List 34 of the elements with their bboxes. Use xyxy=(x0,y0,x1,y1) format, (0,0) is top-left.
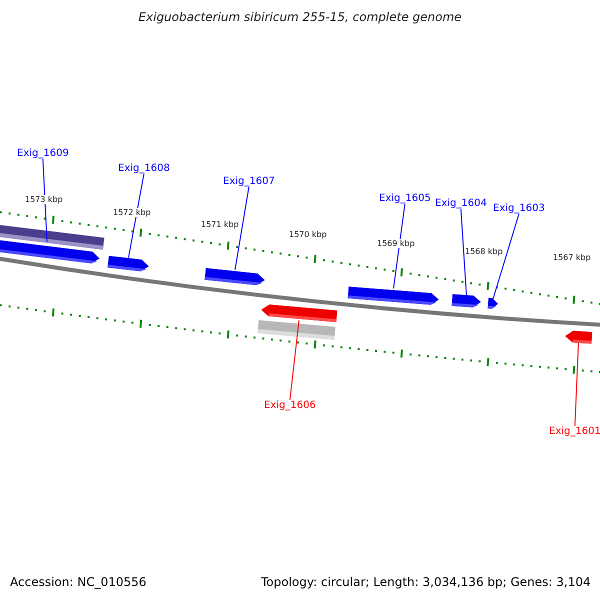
title: Exiguobacterium sibiricum 255-15, complete genome xyxy=(137,10,463,24)
footer-text: Topology: circular; Length: 3,034,136 bp; Genes: 3,104 xyxy=(261,575,591,589)
scale-label: 1567 kbp xyxy=(553,253,591,262)
leader-line xyxy=(574,341,579,426)
gene-label: Exig_1608 xyxy=(118,163,170,174)
gene-feature xyxy=(348,286,440,306)
gene-label: Exig_1606 xyxy=(264,400,316,411)
gene-feature xyxy=(452,294,482,308)
gene-feature xyxy=(0,240,100,264)
scale-label: 1571 kbp xyxy=(201,220,239,229)
gene-label: Exig_1605 xyxy=(379,193,431,204)
gene-feature xyxy=(107,256,150,272)
gene-label: Exig_1604 xyxy=(435,198,487,209)
leader-line xyxy=(393,204,406,289)
leader-line xyxy=(42,158,48,242)
scale-label: 1573 kbp xyxy=(25,195,63,204)
footer-text: Accession: NC_010556 xyxy=(10,575,146,589)
scale-label: 1572 kbp xyxy=(113,208,151,217)
gene-label: Exig_1607 xyxy=(223,176,275,187)
gene-feature xyxy=(564,330,592,344)
leader-line xyxy=(460,208,467,296)
scale-label: 1570 kbp xyxy=(289,230,327,239)
gene-label: Exig_1609 xyxy=(17,148,69,159)
gene-feature xyxy=(204,268,266,286)
scale-label: 1568 kbp xyxy=(465,247,503,256)
gene-feature xyxy=(488,297,498,309)
leader-line xyxy=(289,320,300,400)
gene-feature xyxy=(260,304,338,322)
gene-label: Exig_1603 xyxy=(493,203,545,214)
gene-label: Exig_1601 xyxy=(549,426,600,437)
leader-line xyxy=(234,186,250,270)
leader-line xyxy=(492,214,520,300)
leader-line xyxy=(128,174,144,258)
scale-label: 1569 kbp xyxy=(377,239,415,248)
